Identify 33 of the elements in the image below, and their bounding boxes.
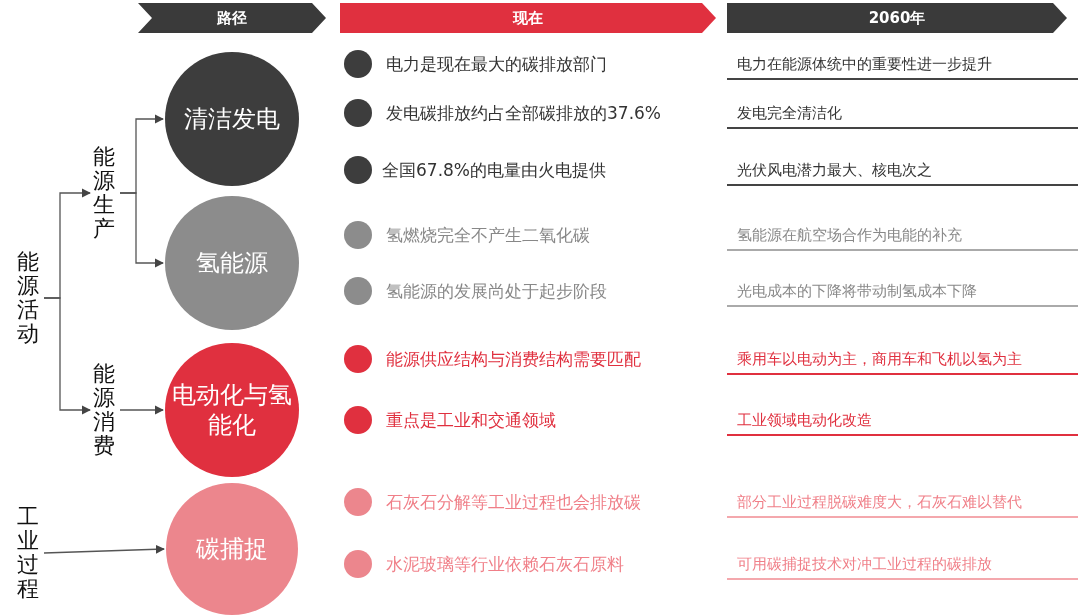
bullet-text: 发电碳排放约占全部碳排放的37.6% [386,102,661,124]
pathway-circle: 碳捕捉 [166,483,298,615]
bullet-text: 电力是现在最大的碳排放部门 [386,53,607,75]
bullet-text: 能源供应结构与消费结构需要匹配 [386,348,641,370]
category-label: 能源消费 [92,362,116,458]
bullet-text: 重点是工业和交通领域 [386,409,556,431]
arrow [119,405,164,415]
header-banner: 现在 [340,3,716,33]
bullet-text: 氢能源的发展尚处于起步阶段 [386,280,607,302]
outcome-text: 氢能源在航空场合作为电能的补充 [737,225,962,245]
pathway-circle: 清洁发电 [165,52,299,186]
arrow [43,297,91,415]
category-label: 工业过程 [16,505,40,601]
outcome-text: 光电成本的下降将带动制氢成本下降 [737,281,977,301]
outcome-text: 发电完全清洁化 [737,103,842,123]
arrow [119,192,164,268]
category-label: 能源活动 [16,250,40,346]
outcome-text: 部分工业过程脱碳难度大，石灰石难以替代 [737,492,1022,512]
pathway-circle: 电动化与氢能化 [165,343,299,477]
outcome-text: 乘用车以电动为主，商用车和飞机以氢为主 [737,349,1022,369]
header-banner: 路径 [138,3,326,33]
outcome-text: 光伏风电潜力最大、核电次之 [737,160,932,180]
bullet-text: 水泥玻璃等行业依赖石灰石原料 [386,553,624,575]
bullet-text: 石灰石分解等工业过程也会排放碳 [386,491,641,513]
category-label: 能源生产 [92,145,116,241]
header-banner: 2060年 [727,3,1067,33]
pathway-circle: 氢能源 [165,196,299,330]
bullet-text: 全国67.8%的电量由火电提供 [382,159,606,181]
bullet-text: 氢燃烧完全不产生二氧化碳 [386,224,590,246]
arrow [43,544,165,554]
outcome-text: 可用碳捕捉技术对冲工业过程的碳排放 [737,554,992,574]
outcome-text: 电力在能源体统中的重要性进一步提升 [737,54,992,74]
outcome-text: 工业领域电动化改造 [737,410,872,430]
